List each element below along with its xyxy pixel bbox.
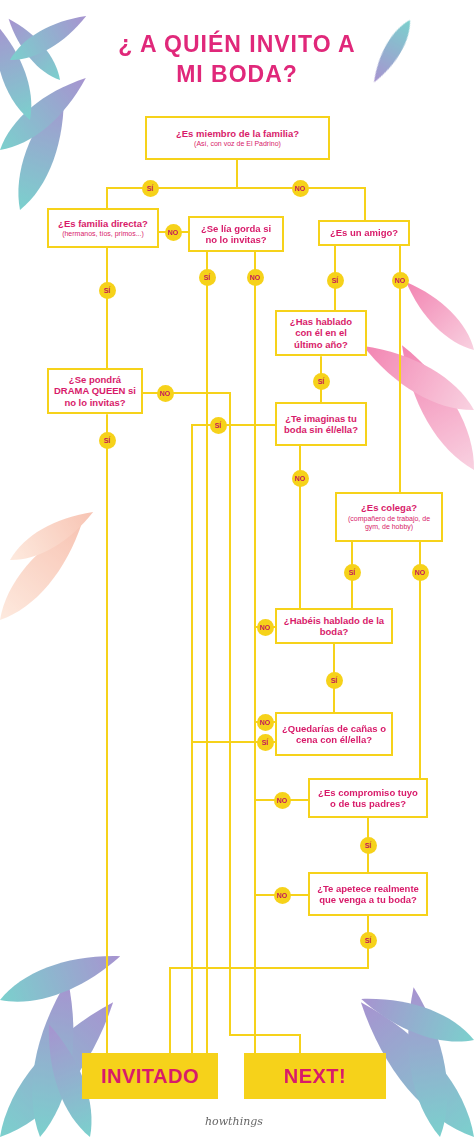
question-box: ¿Quedarías de cañas o cena con él/ella? (275, 712, 393, 756)
answer-dot: NO (292, 180, 309, 197)
hint-text: (compañero de trabajo, de gym, de hobby) (342, 515, 436, 532)
answer-dot: NO (412, 564, 429, 581)
question-box: ¿Es un amigo? (318, 220, 410, 246)
answer-dot: SÍ (142, 180, 159, 197)
question-box: ¿Se lía gorda si no lo invitas? (188, 216, 284, 252)
flow-line (106, 414, 108, 1053)
watermark: howthings (205, 1115, 263, 1128)
question-box: ¿Es familia directa?(hermanos, tíos, pri… (47, 208, 159, 248)
question-text: ¿Es familia directa? (54, 218, 152, 229)
answer-dot: NO (392, 272, 409, 289)
question-text: INVITADO (89, 1064, 211, 1088)
question-box: ¿Se pondrá DRAMA QUEEN si no lo invitas? (47, 368, 143, 414)
question-text: ¿Te imaginas tu boda sin él/ella? (282, 413, 360, 436)
answer-dot: SÍ (199, 269, 216, 286)
question-text: ¿Habéis hablado de la boda? (282, 615, 386, 638)
answer-dot: SÍ (344, 564, 361, 581)
flow-line (237, 160, 365, 220)
answer-dot: NO (274, 792, 291, 809)
question-text: ¿Es compromiso tuyo o de tus padres? (315, 787, 421, 810)
question-text: ¿Te apetece realmente que venga a tu bod… (315, 883, 421, 906)
answer-dot: NO (165, 224, 182, 241)
question-box: ¿Es colega? (compañero de trabajo, de gym… (335, 492, 443, 542)
flow-line (106, 248, 108, 368)
result-box: NEXT! (244, 1053, 386, 1099)
answer-dot: SÍ (99, 432, 116, 449)
answer-dot: SÍ (326, 672, 343, 689)
question-text: ¿Es un amigo? (325, 227, 403, 238)
answer-dot: NO (257, 714, 274, 731)
answer-dot: SÍ (360, 932, 377, 949)
hint-text: (Así, con voz de El Padrino) (152, 140, 323, 148)
question-box: ¿Te imaginas tu boda sin él/ella? (275, 402, 367, 446)
question-box: ¿Te apetece realmente que venga a tu bod… (308, 872, 428, 916)
answer-dot: NO (157, 385, 174, 402)
flow-line (255, 895, 308, 1053)
answer-dot: SÍ (210, 417, 227, 434)
answer-dot: SÍ (327, 272, 344, 289)
title-heading: ¿ A QUIÉN INVITO A MI BODA? (112, 30, 362, 90)
question-box: ¿Es compromiso tuyo o de tus padres? (308, 778, 428, 818)
question-text: ¿Quedarías de cañas o cena con él/ella? (282, 723, 386, 746)
answer-dot: NO (247, 269, 264, 286)
answer-dot: SÍ (257, 734, 274, 751)
question-box: ¿Habéis hablado de la boda? (275, 608, 393, 644)
flow-line (255, 627, 275, 1053)
flow-line (255, 722, 275, 1053)
question-box: ¿Es miembro de la familia?(Así, con voz … (145, 116, 330, 160)
answer-dot: SÍ (99, 282, 116, 299)
question-box: ¿Has hablado con él en el último año? (275, 310, 367, 356)
flow-line (192, 742, 275, 1053)
question-text: ¿Se pondrá DRAMA QUEEN si no lo invitas? (54, 374, 136, 408)
question-text: ¿Es miembro de la familia? (152, 128, 323, 139)
answer-dot: SÍ (360, 837, 377, 854)
flow-line (192, 425, 275, 1053)
answer-dot: NO (292, 470, 309, 487)
question-text: ¿Es colega? (342, 502, 436, 513)
answer-dot: SÍ (313, 373, 330, 390)
hint-text: (hermanos, tíos, primos...) (54, 230, 152, 238)
answer-dot: NO (274, 887, 291, 904)
flow-line (107, 160, 237, 208)
question-text: ¿Has hablado con él en el último año? (282, 316, 360, 350)
result-box: INVITADO (82, 1053, 218, 1099)
flow-line (170, 916, 368, 1053)
question-text: NEXT! (251, 1064, 379, 1088)
flow-line (255, 800, 308, 1053)
question-text: ¿Se lía gorda si no lo invitas? (195, 223, 277, 246)
flow-line (206, 252, 208, 1053)
answer-dot: NO (257, 619, 274, 636)
